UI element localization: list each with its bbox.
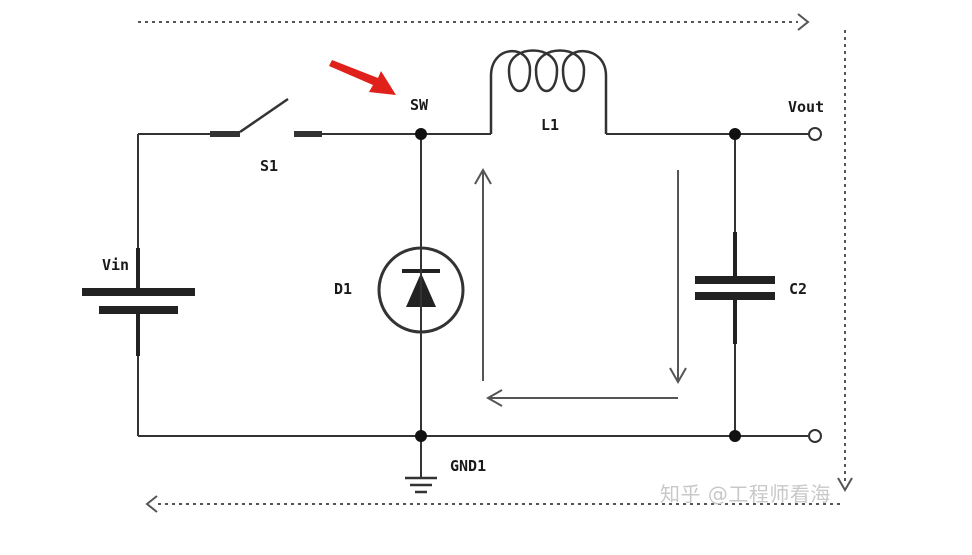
junction-sw	[415, 128, 427, 140]
arrowhead-left	[145, 495, 158, 513]
battery-long-plate	[82, 288, 195, 296]
arrowhead-right	[797, 13, 810, 31]
capacitor-top-plate	[695, 276, 775, 284]
label-vout: Vout	[788, 98, 824, 116]
label-gnd1: GND1	[450, 457, 486, 475]
outer-current-loop	[138, 21, 846, 505]
diode-d1	[377, 246, 465, 334]
capacitor-lead-bottom	[733, 300, 737, 344]
watermark-text: 知乎 @工程师看海	[660, 482, 831, 506]
label-s1: S1	[260, 157, 278, 175]
inner-arrowhead-up	[474, 167, 492, 185]
red-pointer-arrow	[329, 60, 396, 95]
inner-current-path	[474, 167, 687, 407]
outer-loop-arrowheads	[145, 13, 853, 513]
label-l1: L1	[541, 116, 559, 134]
label-vin: Vin	[102, 256, 129, 274]
output-terminals	[808, 127, 822, 443]
junction-dots	[415, 128, 741, 442]
label-sw: SW	[410, 96, 429, 114]
ground-symbol	[405, 476, 437, 494]
inductor-l1	[489, 49, 608, 134]
junction-cap-bottom	[729, 430, 741, 442]
capacitor-lead-top	[733, 232, 737, 276]
circuit-wires	[137, 133, 808, 478]
battery-short-plate	[99, 306, 178, 314]
inner-arrowhead-left	[485, 389, 503, 407]
junction-cap-top	[729, 128, 741, 140]
capacitor-c2	[695, 232, 775, 344]
battery-lead-top	[136, 248, 140, 288]
terminal-vout	[808, 127, 822, 141]
switch-blade	[239, 97, 289, 134]
terminal-ground	[808, 429, 822, 443]
red-arrow-shape	[329, 60, 396, 95]
inner-arrowhead-down	[669, 367, 687, 385]
switch-s1	[210, 97, 322, 137]
capacitor-bottom-plate	[695, 292, 775, 300]
inductor-coil	[489, 49, 608, 134]
label-d1: D1	[334, 280, 352, 298]
battery-lead-bottom	[136, 314, 140, 356]
arrowhead-down	[837, 477, 853, 492]
label-c2: C2	[789, 280, 807, 298]
junction-gnd	[415, 430, 427, 442]
battery-vin	[82, 248, 195, 356]
